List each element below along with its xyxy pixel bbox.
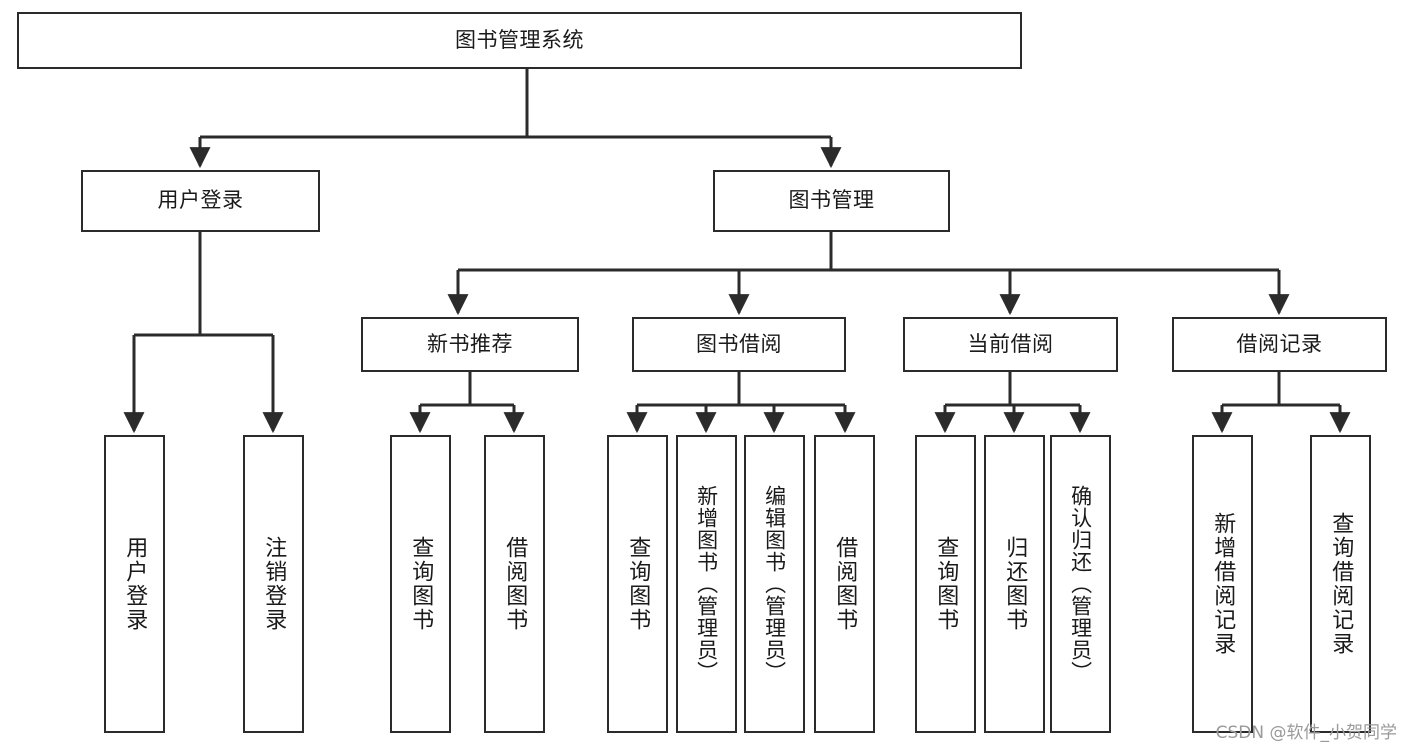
node-user-login-label: 用户登录 [157,188,244,213]
node-leaf-borrow-book-1[interactable]: 借阅图书 [484,435,545,733]
node-book-borrow[interactable]: 图书借阅 [632,317,846,372]
node-leaf-borrow-book-1-label: 借阅图书 [502,536,528,632]
node-leaf-query-book-2[interactable]: 查询图书 [607,435,668,733]
node-leaf-logout-login[interactable]: 注销登录 [243,435,304,733]
node-leaf-user-login-label: 用户登录 [122,536,148,632]
node-leaf-edit-book-admin-label: 编辑图书（管理员） [762,485,787,683]
node-leaf-query-book-3-label: 查询图书 [933,536,959,632]
node-book-manage-label: 图书管理 [788,188,875,213]
node-new-book-recommend-label: 新书推荐 [427,331,513,356]
node-leaf-add-book-admin[interactable]: 新增图书（管理员） [676,435,737,733]
node-leaf-add-book-admin-label: 新增图书（管理员） [694,485,719,683]
node-leaf-confirm-return-admin[interactable]: 确认归还（管理员） [1050,435,1111,733]
node-leaf-borrow-book-2[interactable]: 借阅图书 [814,435,875,733]
node-leaf-logout-login-label: 注销登录 [261,536,287,632]
node-leaf-user-login[interactable]: 用户登录 [104,435,165,733]
node-new-book-recommend[interactable]: 新书推荐 [361,317,579,372]
node-leaf-return-book-label: 归还图书 [1002,536,1028,632]
node-root-label: 图书管理系统 [455,27,584,52]
node-root[interactable]: 图书管理系统 [17,12,1022,69]
node-current-borrow[interactable]: 当前借阅 [903,317,1118,372]
node-borrow-record[interactable]: 借阅记录 [1172,317,1387,372]
node-user-login[interactable]: 用户登录 [81,170,320,232]
watermark: CSDN @软件_小贺同学 [1215,723,1397,743]
node-leaf-query-book-2-label: 查询图书 [625,536,651,632]
node-book-borrow-label: 图书借阅 [696,331,782,356]
node-leaf-borrow-book-2-label: 借阅图书 [832,536,858,632]
node-leaf-query-borrow-record-label: 查询借阅记录 [1328,512,1354,656]
node-book-manage[interactable]: 图书管理 [713,170,950,232]
node-leaf-query-book-3[interactable]: 查询图书 [915,435,976,733]
node-leaf-query-book-1[interactable]: 查询图书 [390,435,451,733]
node-leaf-query-borrow-record[interactable]: 查询借阅记录 [1310,435,1371,733]
node-leaf-confirm-return-admin-label: 确认归还（管理员） [1068,485,1093,683]
node-leaf-add-borrow-record[interactable]: 新增借阅记录 [1192,435,1253,733]
node-current-borrow-label: 当前借阅 [967,331,1054,356]
node-leaf-query-book-1-label: 查询图书 [408,536,434,632]
node-leaf-add-borrow-record-label: 新增借阅记录 [1210,512,1236,656]
node-leaf-return-book[interactable]: 归还图书 [984,435,1045,733]
node-borrow-record-label: 借阅记录 [1236,331,1323,356]
node-leaf-edit-book-admin[interactable]: 编辑图书（管理员） [744,435,805,733]
